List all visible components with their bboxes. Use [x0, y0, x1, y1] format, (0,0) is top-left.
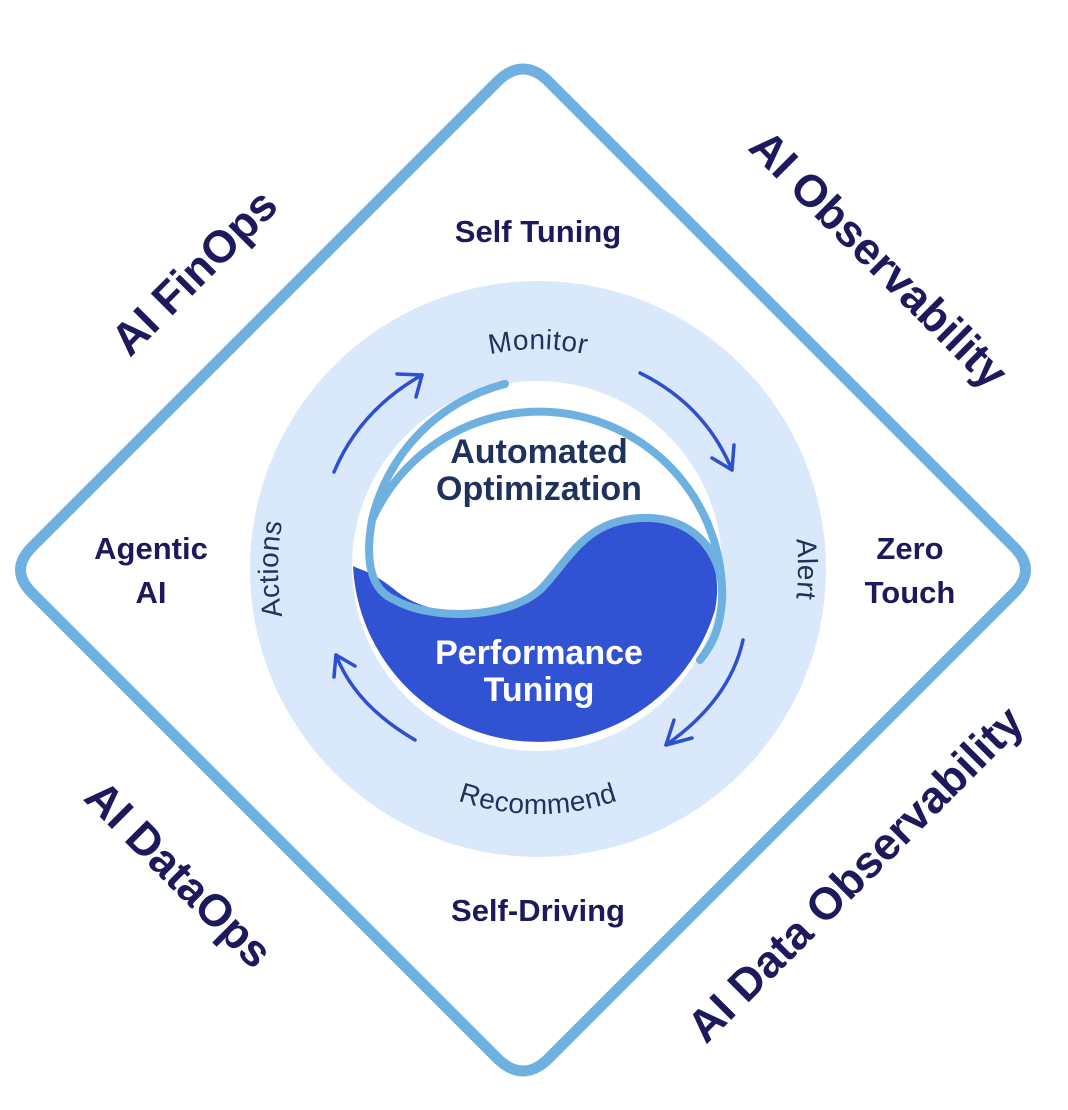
cycle-label-alert: Alert: [790, 537, 823, 601]
arrow-monitor-to-alert: [638, 371, 734, 472]
axis-label-ai-finops: AI FinOps: [101, 179, 287, 365]
cycle-arrows: [332, 371, 745, 747]
side-label-self-tuning: Self Tuning: [455, 214, 621, 249]
arrow-recommend-to-actions: [334, 653, 417, 742]
side-label-zero: Zero: [876, 531, 943, 566]
core-outline-top: [368, 407, 727, 604]
cycle-label-monitor: Monitor: [486, 324, 591, 360]
diamond-frame: [15, 63, 1031, 1077]
axis-label-ai-observability: AI Observability: [740, 120, 1018, 398]
side-label-ai: AI: [136, 575, 167, 610]
core-yin-yang: [352, 380, 727, 751]
core-blue-half: [353, 517, 718, 742]
arrow-recommend-to-actions-head: [332, 653, 357, 679]
arrow-actions-to-monitor: [332, 373, 424, 474]
side-label-touch: Touch: [865, 575, 956, 610]
arrow-alert-to-recommend-head: [664, 718, 694, 747]
side-label-self-driving: Self-Driving: [451, 893, 625, 928]
core-label-optimization: Optimization: [436, 470, 642, 508]
core-label-tuning: Tuning: [484, 671, 595, 709]
arrow-alert-to-recommend: [664, 638, 745, 747]
arrow-actions-to-monitor-head: [395, 372, 424, 399]
side-label-agentic: Agentic: [94, 531, 208, 566]
axis-label-ai-dataops: AI DataOps: [75, 770, 283, 978]
core-label-performance: Performance: [435, 634, 643, 672]
core-label-automated: Automated: [450, 433, 628, 471]
arrow-monitor-to-alert-head: [710, 443, 736, 472]
